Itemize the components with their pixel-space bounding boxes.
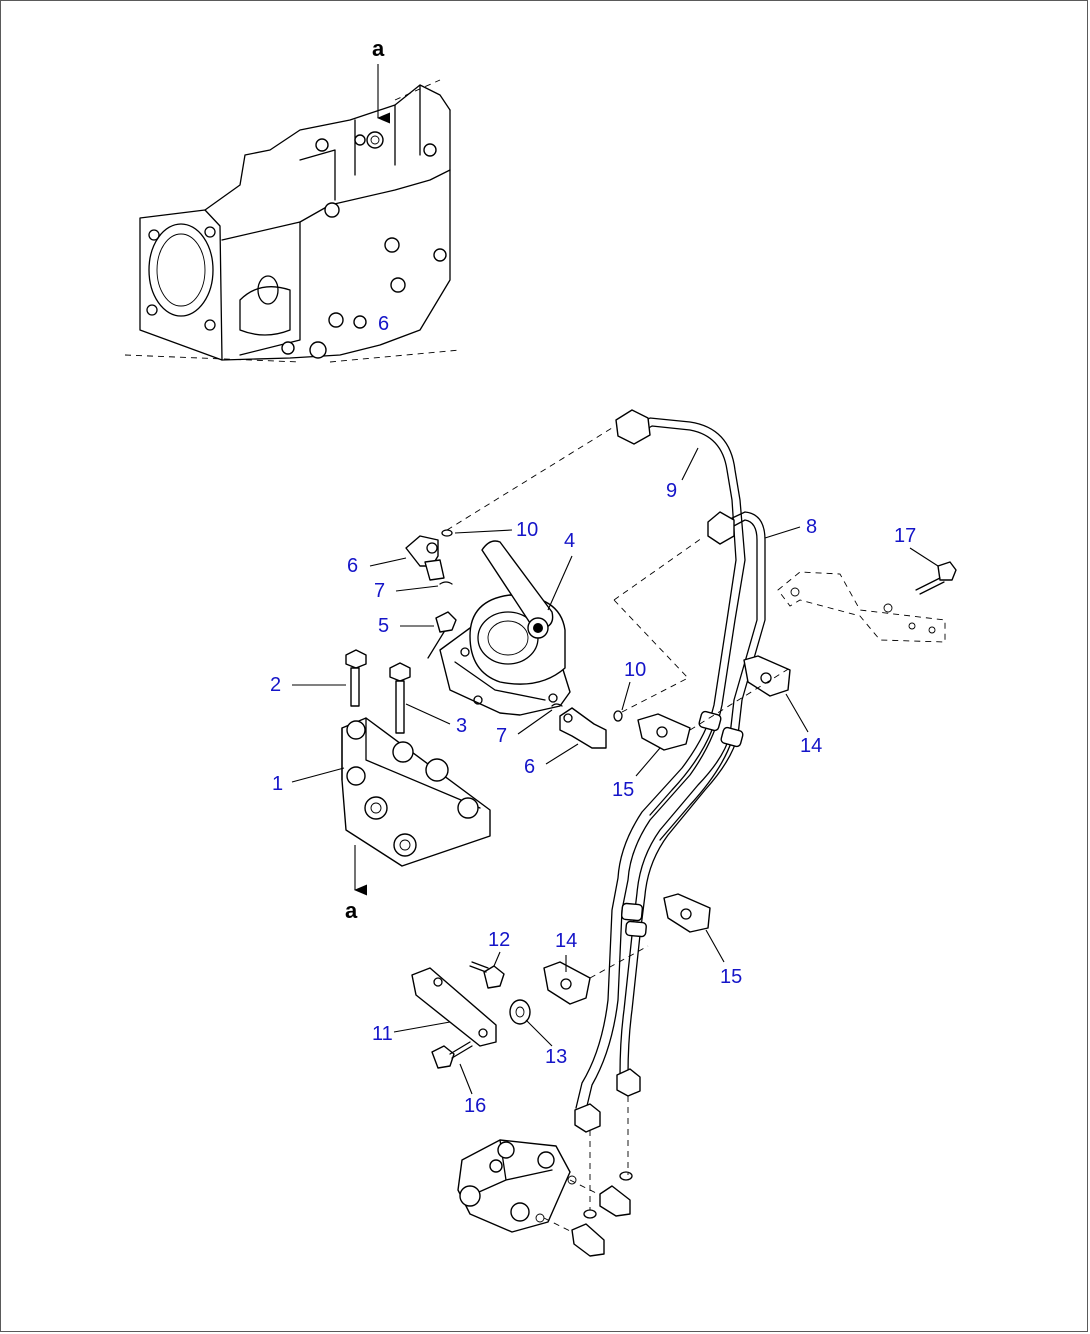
bracket-1: 1 a (272, 717, 491, 923)
callout-7-top: 7 (374, 580, 385, 602)
hand-pump-valve: 4 (439, 530, 575, 716)
callout-14-right: 14 (800, 735, 822, 757)
tube-assembly: 9 8 (574, 409, 817, 1210)
callout-4: 4 (564, 530, 575, 552)
callout-3: 3 (456, 715, 467, 737)
lower-bracket-group: 15 14 11 12 13 16 (372, 893, 742, 1117)
fittings-upper: 6 10 7 5 (347, 427, 613, 659)
inset-transmission-housing: a 6 (124, 36, 461, 363)
callout-14-lower: 14 (555, 930, 577, 952)
callout-10-right: 10 (624, 659, 646, 681)
clamps-upper: 14 15 (612, 655, 822, 801)
fittings-lower: 6 7 10 (496, 537, 703, 778)
view-marker-a-top: a (372, 36, 385, 61)
bolts-2-3: 2 3 (270, 649, 467, 737)
control-valve-block (457, 1139, 633, 1257)
callout-8: 8 (806, 516, 817, 538)
callout-6-inset: 6 (378, 313, 389, 335)
callout-13: 13 (545, 1046, 567, 1068)
callout-5: 5 (378, 615, 389, 637)
callout-15-upper: 15 (612, 779, 634, 801)
view-marker-a-bottom: a (345, 898, 358, 923)
callout-1: 1 (272, 773, 283, 795)
callout-16: 16 (464, 1095, 486, 1117)
frame-bracket-17: 17 (777, 525, 957, 643)
callout-12: 12 (488, 929, 510, 951)
callout-2: 2 (270, 674, 281, 696)
callout-17: 17 (894, 525, 916, 547)
callout-10-top: 10 (516, 519, 538, 541)
callout-15-lower: 15 (720, 966, 742, 988)
callout-7-bottom: 7 (496, 725, 507, 747)
callout-11: 11 (372, 1023, 393, 1045)
callout-9: 9 (666, 480, 677, 502)
callout-6-bottom: 6 (524, 756, 535, 778)
callout-6-top: 6 (347, 555, 358, 577)
